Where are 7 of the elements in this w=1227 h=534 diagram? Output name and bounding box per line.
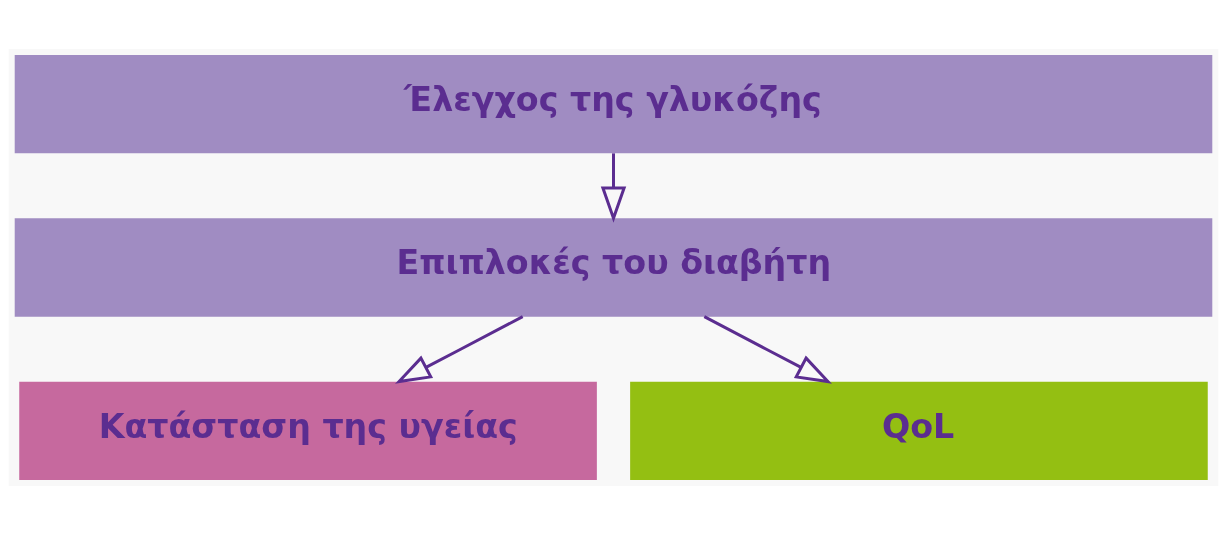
arrow [395,314,524,384]
node-box: Κατάσταση της υγείας [19,381,597,480]
arrow [703,314,832,384]
node-box: Επιπλοκές του διαβήτη [14,217,1213,317]
node-box: Έλεγχος της γλυκόζης [14,54,1213,153]
node-box: QoL [630,381,1208,480]
arrow [600,152,627,223]
